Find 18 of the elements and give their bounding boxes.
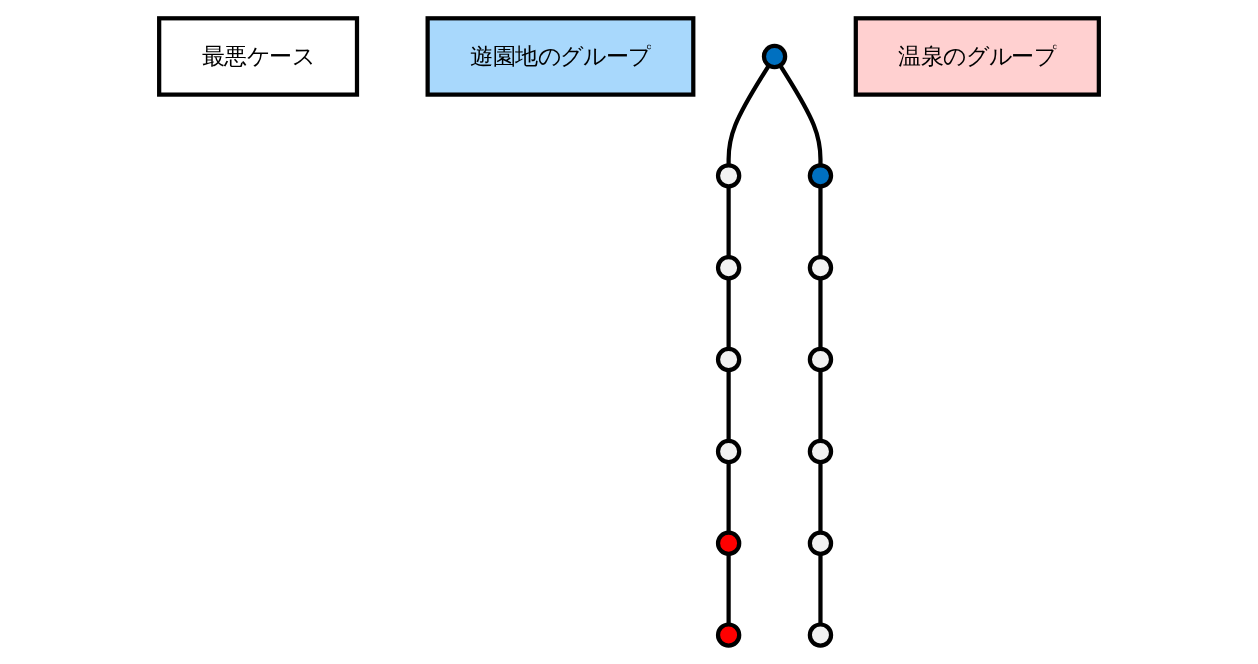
node-circle (807, 255, 834, 281)
node-circle (715, 163, 742, 189)
node-circle (761, 43, 788, 70)
connector (818, 370, 823, 441)
node-circle (807, 438, 834, 465)
node-box: 温泉のグループ (853, 16, 1101, 97)
node-circle (715, 438, 742, 465)
node-circle (715, 346, 742, 373)
node-box: 遊園地のグループ (425, 16, 696, 97)
node-circle (807, 346, 834, 373)
node-circle (807, 622, 834, 648)
node-box: 最悪ケース (157, 16, 360, 97)
node-circle (715, 622, 742, 648)
connector (726, 370, 731, 441)
node-circle (715, 255, 742, 281)
node-circle (715, 530, 742, 556)
node-circle (807, 530, 834, 556)
node-circle (807, 163, 834, 189)
